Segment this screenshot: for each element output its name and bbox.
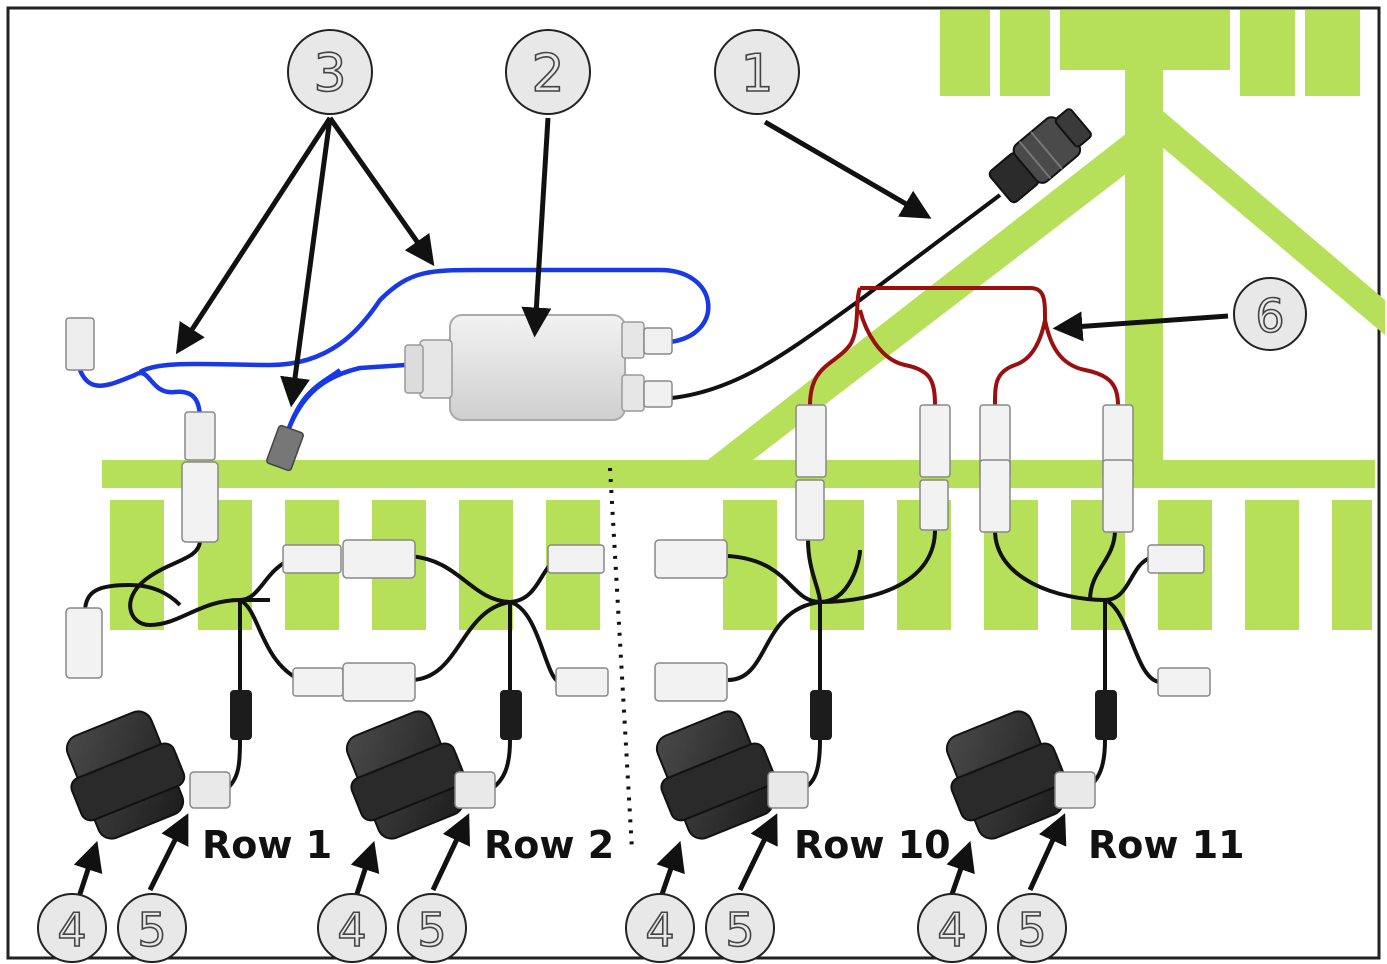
row2-callout-5: 5 — [397, 893, 467, 963]
row1-callout-4: 4 — [37, 893, 107, 963]
blue-harness-end-connector — [65, 317, 95, 371]
svg-text:4: 4 — [57, 903, 86, 957]
row2-sensor-connector — [454, 771, 496, 809]
callout-2: 2 — [505, 29, 591, 115]
row10-sensor-kit — [655, 690, 832, 840]
row1-side-connector — [65, 607, 103, 679]
row11-y-connector-1 — [979, 459, 1011, 533]
y-harness-connector-1 — [795, 404, 827, 478]
row2-sensor-kit — [345, 690, 522, 840]
svg-text:5: 5 — [1017, 903, 1046, 957]
y-harness-connector-2 — [919, 404, 951, 478]
row11-end-connector-b — [1157, 667, 1211, 697]
row11-seed-sensor — [945, 710, 1066, 840]
svg-text:5: 5 — [417, 903, 446, 957]
row10-callout-4: 4 — [625, 893, 695, 963]
callout-1: 1 — [714, 29, 800, 115]
row1-label: Row 1 — [202, 823, 332, 867]
blue-harness-row-connector — [184, 411, 216, 461]
svg-text:6: 6 — [1255, 289, 1284, 343]
row2-connector-b — [342, 662, 416, 702]
row10-label: Row 10 — [794, 823, 951, 867]
svg-text:4: 4 — [645, 903, 674, 957]
row2-end-connector-b — [555, 667, 609, 697]
row1-seed-sensor — [65, 710, 186, 840]
row11-sensor-connector — [1054, 771, 1096, 809]
blue-extension-harness — [77, 267, 711, 441]
row1-main-connector — [181, 461, 219, 543]
row2-connector-a — [342, 539, 416, 579]
row10-sensor-connector — [767, 771, 809, 809]
row10-callout-5: 5 — [705, 893, 775, 963]
row2-label: Row 2 — [484, 823, 614, 867]
row1-to-row2-connector-a — [282, 544, 342, 574]
row10-seed-sensor — [655, 710, 776, 840]
blue-harness-terminator — [266, 424, 304, 472]
tractor-connector — [988, 108, 1092, 204]
row11-end-connector-a — [1147, 544, 1205, 574]
row10-connector-b — [654, 662, 728, 702]
row11-callout-5: 5 — [997, 893, 1067, 963]
svg-text:3: 3 — [313, 44, 346, 104]
row11-y-connector-2 — [1102, 459, 1134, 533]
svg-text:1: 1 — [740, 44, 773, 104]
row1-sensor-kit — [65, 690, 252, 840]
svg-text:4: 4 — [937, 903, 966, 957]
callout-3: 3 — [287, 29, 373, 115]
y-harness — [808, 286, 1120, 406]
row2-seed-sensor — [345, 710, 466, 840]
main-harness — [671, 193, 1002, 400]
svg-text:5: 5 — [137, 903, 166, 957]
svg-text:2: 2 — [531, 44, 564, 104]
row11-label: Row 11 — [1088, 823, 1245, 867]
row2-callout-4: 4 — [317, 893, 387, 963]
row2-end-connector-a — [547, 544, 605, 574]
row1-callout-5: 5 — [117, 893, 187, 963]
row11-sensor-kit — [945, 690, 1117, 840]
row11-callout-4: 4 — [917, 893, 987, 963]
callout-6: 6 — [1233, 277, 1307, 351]
row1-sensor-connector — [189, 771, 231, 809]
control-module — [404, 314, 673, 421]
row10-connector-a — [654, 539, 728, 579]
row10-y-connector-2 — [919, 479, 949, 531]
row10-y-connector-1 — [795, 479, 825, 541]
svg-text:4: 4 — [337, 903, 366, 957]
svg-text:5: 5 — [725, 903, 754, 957]
callout-arrows — [73, 116, 1229, 901]
row1-to-row2-connector-b — [292, 667, 344, 697]
